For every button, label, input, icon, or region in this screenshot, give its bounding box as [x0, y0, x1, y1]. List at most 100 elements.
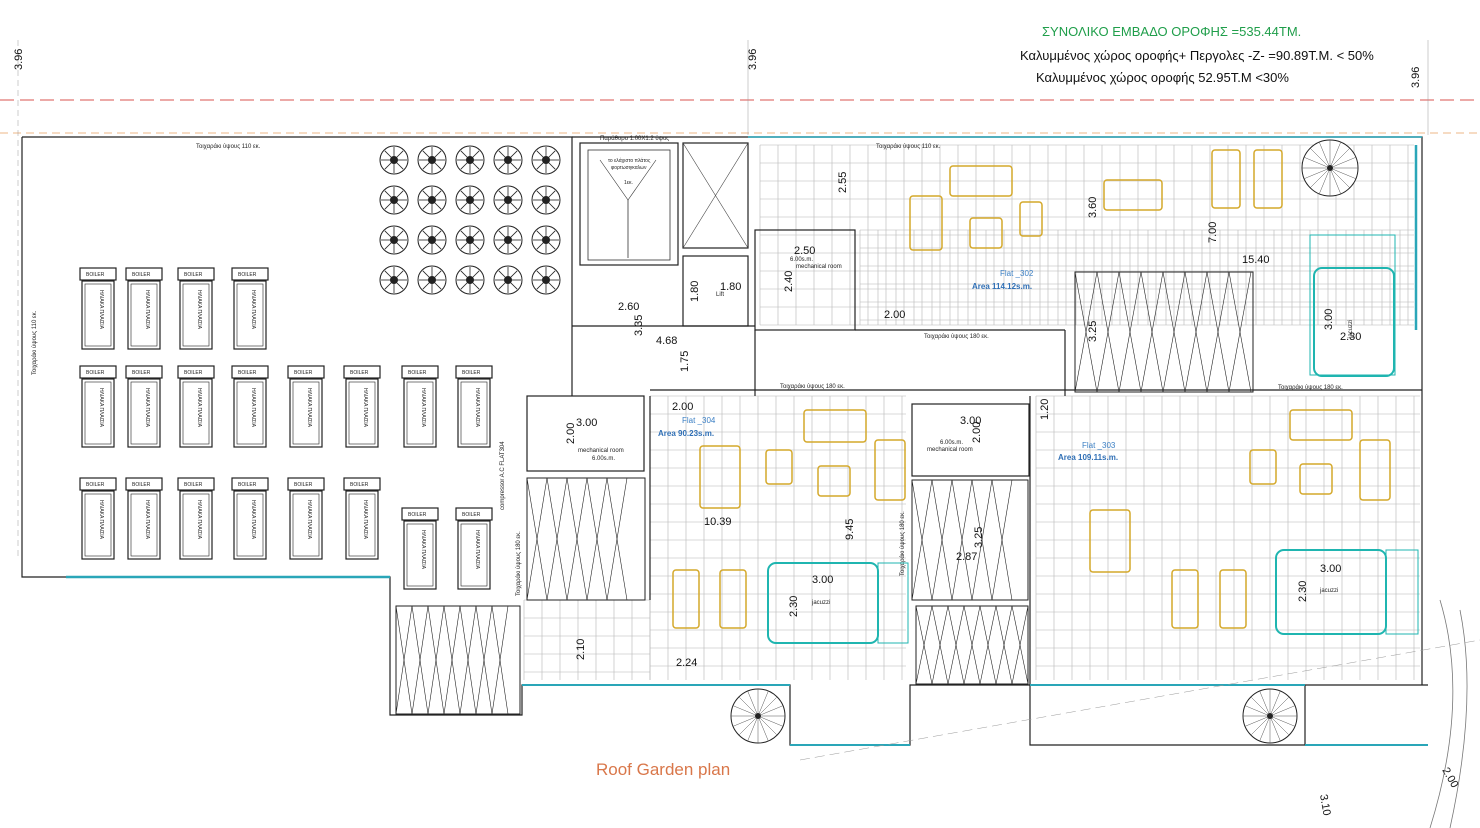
jacuzzi-303: jacuzzi [1275, 549, 1419, 635]
solar-panel-label: ΗΛΙΑΚΑ ΠΛΑΙΣΙΑ [420, 388, 426, 428]
condenser-fan [379, 265, 409, 295]
spiral-stair [730, 688, 786, 744]
dim-3-00-b: 3.00 [960, 415, 981, 427]
sun-lounger [1253, 149, 1283, 209]
jacuzzi-302: jacuzzi [1309, 234, 1396, 377]
lift-label: Lift [716, 292, 724, 298]
solar-panel-label: ΗΛΙΑΚΑ ΠΛΑΙΣΙΑ [250, 500, 256, 540]
mech-room-3: mechanical room [927, 447, 973, 453]
flat-303-area: Area 109.11s.m. [1058, 453, 1118, 462]
boiler-label: BOILER [86, 272, 105, 278]
wall-180-c: Τοιχαράκι ύψους 180 εκ. [1278, 384, 1343, 391]
jacuzzi-304: jacuzzi [767, 562, 909, 644]
plan-title: Roof Garden plan [596, 760, 730, 779]
dim-3-35: 3.35 [633, 315, 645, 336]
boiler-label: BOILER [132, 370, 151, 376]
dim-2-00-a: 2.00 [884, 309, 905, 321]
solar-panel-label: ΗΛΙΑΚΑ ΠΛΑΙΣΙΑ [474, 530, 480, 570]
boiler-label: BOILER [184, 370, 203, 376]
boiler-label: BOILER [184, 482, 203, 488]
boiler-label: BOILER [86, 370, 105, 376]
coffee-table [1299, 463, 1333, 495]
armchair [1249, 449, 1277, 485]
side-dim-mid: 3.96 [747, 49, 759, 70]
solar-panel-label: ΗΛΙΑΚΑ ΠΛΑΙΣΙΑ [196, 290, 202, 330]
condenser-fan [417, 265, 447, 295]
solar-panel-label: ΗΛΙΑΚΑ ΠΛΑΙΣΙΑ [362, 388, 368, 428]
solar-panel: BOILER ΗΛΙΑΚΑ ΠΛΑΙΣΙΑ [401, 507, 439, 590]
dim-2-87: 2.87 [956, 551, 977, 563]
dim-3-10: 3.10 [1317, 793, 1333, 816]
dim-3-60: 3.60 [1087, 197, 1099, 218]
condenser-fan [379, 185, 409, 215]
dim-2-55: 2.55 [837, 172, 849, 193]
solar-panel-label: ΗΛΙΑΚΑ ΠΛΑΙΣΙΑ [144, 290, 150, 330]
dim-1-80-a: 1.80 [689, 281, 701, 302]
armchair [765, 449, 793, 485]
sofa [1289, 409, 1353, 441]
boiler-label: BOILER [408, 370, 427, 376]
dim-1-80-b: 1.80 [720, 281, 741, 293]
flat-304-area: Area 90.23s.m. [658, 429, 714, 438]
dim-3-00-c: 3.00 [1323, 309, 1335, 330]
floor-tiles [523, 144, 1420, 680]
dim-3-00-d: 3.00 [812, 574, 833, 586]
dim-15-40: 15.40 [1242, 254, 1270, 266]
boiler-label: BOILER [350, 482, 369, 488]
boiler-label: BOILER [184, 272, 203, 278]
solar-panel: BOILER ΗΛΙΑΚΑ ΠΛΑΙΣΙΑ [231, 477, 269, 560]
pergola [526, 477, 646, 601]
condenser-fan [531, 265, 561, 295]
mech-area-1: 6.00s.m. [790, 257, 813, 263]
boiler-label: BOILER [132, 272, 151, 278]
solar-panel-label: ΗΛΙΑΚΑ ΠΛΑΙΣΙΑ [144, 500, 150, 540]
solar-panel-label: ΗΛΙΑΚΑ ΠΛΑΙΣΙΑ [306, 388, 312, 428]
solar-panel-label: ΗΛΙΑΚΑ ΠΛΑΙΣΙΑ [98, 500, 104, 540]
solar-panel-label: ΗΛΙΑΚΑ ΠΛΑΙΣΙΑ [98, 388, 104, 428]
solar-panel: BOILER ΗΛΙΑΚΑ ΠΛΑΙΣΙΑ [125, 365, 163, 448]
solar-panel-label: ΗΛΙΑΚΑ ΠΛΑΙΣΙΑ [362, 500, 368, 540]
side-dim-right: 3.96 [1410, 67, 1422, 88]
covered-roof-text: Καλυμμένος χώρος οροφής 52.95Τ.Μ <30% [1036, 70, 1289, 85]
solar-panel-label: ΗΛΙΑΚΑ ΠΛΑΙΣΙΑ [250, 388, 256, 428]
pergola [1074, 271, 1254, 393]
jacuzzi-302-label: jacuzzi [1348, 320, 1354, 339]
condenser-fan [493, 225, 523, 255]
spiral-stairs [730, 139, 1359, 744]
solar-panel-label: ΗΛΙΑΚΑ ΠΛΑΙΣΙΑ [420, 530, 426, 570]
jacuzzi-304-label: jacuzzi [811, 600, 830, 606]
armchair [1019, 201, 1043, 237]
solar-panel-label: ΗΛΙΑΚΑ ΠΛΑΙΣΙΑ [144, 388, 150, 428]
stair-note-1: το ελάχιστο πλάτος [608, 157, 651, 164]
pergolas [395, 271, 1254, 715]
sofa [874, 439, 906, 501]
dim-7-00: 7.00 [1207, 222, 1219, 243]
dim-1-75: 1.75 [679, 351, 691, 372]
jacuzzi-303-label: jacuzzi [1319, 588, 1338, 594]
boiler-label: BOILER [238, 482, 257, 488]
boiler-label: BOILER [408, 512, 427, 518]
dim-2-00-d: 2.00 [971, 422, 983, 443]
solar-panel-label: ΗΛΙΑΚΑ ΠΛΑΙΣΙΑ [474, 388, 480, 428]
dim-2-50: 2.50 [794, 245, 815, 257]
boiler-label: BOILER [462, 370, 481, 376]
stair: το ελάχιστο πλάτος φορτωσιγκαλων 1εκ. [587, 149, 671, 261]
flat-302-label: Flat _302 [1000, 269, 1034, 278]
flat-302-area: Area 114.12s.m. [972, 282, 1032, 291]
spiral-stair [1242, 688, 1298, 744]
dim-2-40: 2.40 [783, 271, 795, 292]
mech-room-2: mechanical room [578, 448, 624, 454]
condenser-fan [493, 145, 523, 175]
compressor-label: compressor A.C FLAT304 [500, 441, 506, 510]
dim-2-30-a: 2.30 [1340, 331, 1361, 343]
covered-pergolas-text: Καλυμμένος χώρος οροφής+ Περγολες -Ζ- =9… [1020, 48, 1374, 63]
condenser-fan [455, 265, 485, 295]
sofa [909, 195, 943, 251]
